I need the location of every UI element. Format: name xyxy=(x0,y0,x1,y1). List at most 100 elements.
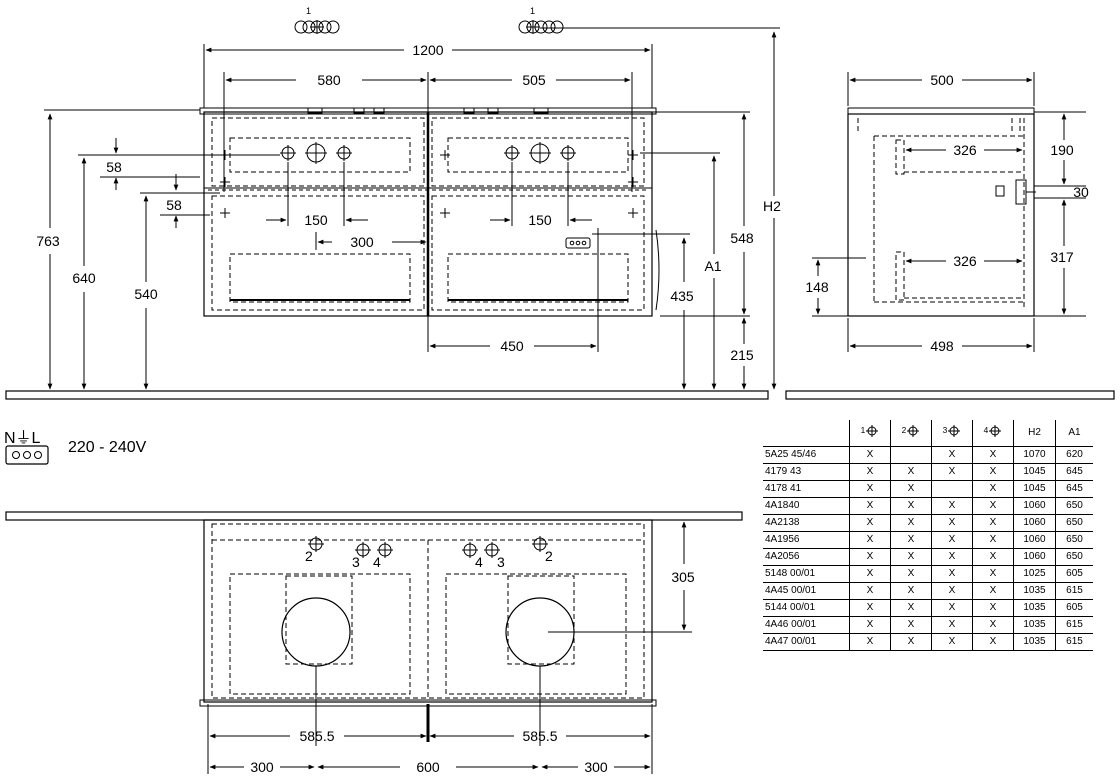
table-cell: X xyxy=(931,531,973,549)
table-cell: 1060 xyxy=(1013,514,1056,532)
table-cell: 1060 xyxy=(1013,497,1056,515)
table-cell-model: 4A45 00/01 xyxy=(763,582,850,600)
table-cell: X xyxy=(890,463,932,481)
dim-h2: H2 xyxy=(763,198,781,214)
table-cell-model: 4A2056 xyxy=(763,548,850,566)
table-cell: X xyxy=(972,497,1014,515)
table-cell-model: 4A46 00/01 xyxy=(763,616,850,634)
dim-30: 30 xyxy=(1073,184,1089,200)
table-cell xyxy=(931,480,973,498)
table-cell: X xyxy=(931,616,973,634)
tap-3-icon xyxy=(948,424,961,437)
table-cell-model: 4A47 00/01 xyxy=(763,633,850,651)
table-cell: X xyxy=(849,616,891,634)
table-cell: 1025 xyxy=(1013,565,1056,583)
table-cell: X xyxy=(890,514,932,532)
dim-190: 190 xyxy=(1050,142,1074,158)
dim-450: 450 xyxy=(500,338,524,354)
tap-1-icon xyxy=(866,424,879,437)
table-header-row: 1 2 3 4 H2 A1 xyxy=(763,420,1093,447)
tap-holes-front xyxy=(280,142,576,164)
dim-305: 305 xyxy=(671,569,695,585)
table-cell: 1060 xyxy=(1013,548,1056,566)
table-cell: X xyxy=(931,463,973,481)
tap-1-label: 1 xyxy=(860,425,866,436)
table-cell-model: 4A1840 xyxy=(763,497,850,515)
tap-label-2-left: 2 xyxy=(305,548,313,564)
table-cell: X xyxy=(972,531,1014,549)
table-header-tap-4: 4 xyxy=(972,420,1014,447)
table-cell: X xyxy=(972,599,1014,617)
table-cell: 1035 xyxy=(1013,616,1056,634)
table-cell: X xyxy=(931,497,973,515)
table-cell: X xyxy=(849,582,891,600)
table-cell: X xyxy=(972,582,1014,600)
table-cell: X xyxy=(972,514,1014,532)
tap-label-3-left: 3 xyxy=(352,554,360,570)
table-header-tap-2: 2 xyxy=(890,420,932,447)
table-cell: 1035 xyxy=(1013,599,1056,617)
table-cell: X xyxy=(931,548,973,566)
electrical-symbol: N⏚L 220 - 240V xyxy=(4,429,147,465)
tap-2-label: 2 xyxy=(901,425,907,436)
dim-326-lower: 326 xyxy=(953,253,977,269)
dim-580: 580 xyxy=(317,72,341,88)
table-cell: X xyxy=(890,616,932,634)
table-cell-model: 5A25 45/46 xyxy=(763,446,850,464)
front-view xyxy=(5,107,1115,400)
table-cell: X xyxy=(849,565,891,583)
table-cell: 605 xyxy=(1055,599,1093,617)
table-cell: X xyxy=(972,548,1014,566)
tap-label-4-left: 4 xyxy=(373,554,381,570)
table-cell: X xyxy=(931,582,973,600)
dim-317: 317 xyxy=(1050,249,1074,265)
tap-4-label: 4 xyxy=(983,425,989,436)
table-header-tap-3: 3 xyxy=(931,420,973,447)
table-cell: X xyxy=(890,480,932,498)
table-cell: 1035 xyxy=(1013,633,1056,651)
table-cell: X xyxy=(972,616,1014,634)
table-cell: X xyxy=(972,463,1014,481)
floor-line xyxy=(5,390,1115,400)
table-cell: 650 xyxy=(1055,514,1093,532)
table-cell: 650 xyxy=(1055,531,1093,549)
table-cell-model: 5144 00/01 xyxy=(763,599,850,617)
dim-300-right: 300 xyxy=(584,759,608,775)
table-cell: 645 xyxy=(1055,480,1093,498)
table-cell: 645 xyxy=(1055,463,1093,481)
table-cell xyxy=(890,446,932,464)
table-cell: X xyxy=(890,633,932,651)
table-cell: X xyxy=(849,531,891,549)
table-cell: 605 xyxy=(1055,565,1093,583)
dim-763: 763 xyxy=(36,233,60,249)
dim-300-left: 300 xyxy=(250,759,274,775)
table-cell: X xyxy=(931,514,973,532)
table-cell: X xyxy=(849,599,891,617)
table-cell: X xyxy=(972,633,1014,651)
tap-3-label: 3 xyxy=(942,425,948,436)
table-header-tap-1: 1 xyxy=(849,420,891,447)
table-cell-model: 5148 00/01 xyxy=(763,565,850,583)
dim-326-upper: 326 xyxy=(953,142,977,158)
side-dimension-labels: 500 498 326 326 190 30 317 148 xyxy=(805,72,1089,354)
table-cell: X xyxy=(849,548,891,566)
table-cell: X xyxy=(890,582,932,600)
table-cell: 1060 xyxy=(1013,531,1056,549)
dim-505: 505 xyxy=(522,72,546,88)
front-dimension-labels: 1 1 1200 580 505 763 640 540 58 58 150 1… xyxy=(36,6,781,363)
top-view xyxy=(5,511,743,774)
table-cell: X xyxy=(931,599,973,617)
dim-548: 548 xyxy=(730,230,754,246)
tap-4-icon xyxy=(989,424,1002,437)
table-cell: X xyxy=(890,599,932,617)
table-cell: X xyxy=(849,463,891,481)
table-header-h2: H2 xyxy=(1013,420,1056,447)
